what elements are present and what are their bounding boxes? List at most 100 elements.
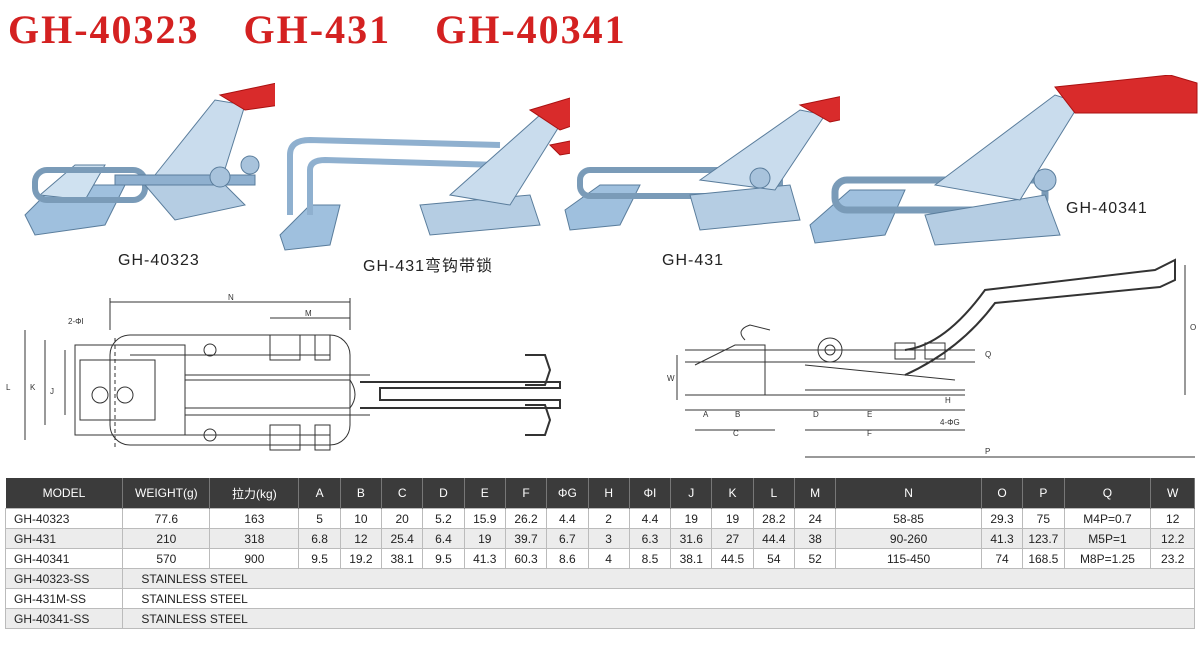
- table-cell: 2: [587, 508, 630, 529]
- dim-label-b: B: [735, 410, 740, 419]
- table-cell: 90-260: [835, 528, 982, 549]
- table-cell: 54: [752, 548, 795, 569]
- table-cell: 9.5: [422, 548, 465, 569]
- table-cell: 163: [209, 508, 300, 529]
- dim-label-w: W: [667, 374, 675, 383]
- dim-label-q: Q: [985, 350, 991, 359]
- table-cell: 77.6: [122, 508, 211, 529]
- dim-label-e: E: [867, 410, 872, 419]
- table-cell: 5: [298, 508, 341, 529]
- table-cell: 6.3: [628, 528, 672, 549]
- model-title: GH-40323 GH-431 GH-40341: [8, 6, 627, 53]
- table-cell: 318: [209, 528, 300, 549]
- table-cell: 28.2: [752, 508, 795, 529]
- dim-label-g: 4-ΦG: [940, 418, 960, 427]
- column-header: ΦI: [629, 478, 672, 509]
- table-cell: 9.5: [298, 548, 341, 569]
- dim-label-c: C: [733, 429, 739, 438]
- column-header: F: [505, 478, 548, 509]
- table-cell: 123.7: [1022, 528, 1065, 549]
- caption-gh-40341: GH-40341: [1066, 200, 1148, 217]
- table-cell: 15.9: [463, 508, 506, 529]
- table-cell: 6.4: [422, 528, 465, 549]
- table-cell: 23.2: [1150, 548, 1195, 569]
- column-header: K: [711, 478, 754, 509]
- table-cell: 19: [711, 508, 754, 529]
- table-cell: 10: [339, 508, 383, 529]
- dim-label-a: A: [703, 410, 709, 419]
- table-cell: 8.6: [546, 548, 589, 569]
- table-cell: 4.4: [628, 508, 672, 529]
- column-header: N: [835, 478, 982, 509]
- dim-label-n: N: [228, 293, 234, 302]
- caption-gh-40323: GH-40323: [118, 252, 200, 269]
- table-cell: 44.4: [752, 528, 795, 549]
- table-cell: 19.2: [339, 548, 383, 569]
- table-cell: M4P=0.7: [1063, 508, 1152, 529]
- caption-gh-431-hook-lock: GH-431弯钩带锁: [363, 258, 494, 275]
- column-header: L: [753, 478, 795, 509]
- column-header: ΦG: [546, 478, 589, 509]
- table-cell: 19: [670, 508, 713, 529]
- table-cell: 6.8: [298, 528, 341, 549]
- dim-label-j: J: [50, 387, 54, 396]
- table-cell: 27: [711, 528, 754, 549]
- table-cell: 74: [980, 548, 1024, 569]
- caption-gh-431: GH-431: [662, 252, 725, 269]
- title-model-3: GH-40341: [435, 7, 627, 52]
- stainless-material: STAINLESS STEEL: [122, 588, 1195, 609]
- table-cell: 38.1: [381, 548, 424, 569]
- table-cell: 20: [381, 508, 424, 529]
- column-header: O: [981, 478, 1024, 509]
- table-cell: GH-40323: [4, 508, 124, 529]
- table-cell: 38: [793, 528, 837, 549]
- stainless-material: STAINLESS STEEL: [122, 608, 1195, 629]
- title-model-1: GH-40323: [8, 7, 200, 52]
- table-cell: 31.6: [670, 528, 713, 549]
- side-view-drawing: W A B C D E F H 4-ΦG O P Q: [667, 258, 1196, 458]
- column-header: P: [1022, 478, 1065, 509]
- dim-label-m: M: [305, 309, 312, 318]
- stainless-model: GH-40341-SS: [4, 608, 124, 629]
- table-cell: 8.5: [628, 548, 672, 569]
- table-cell: 19: [463, 528, 506, 549]
- table-cell: 6.7: [546, 528, 589, 549]
- title-model-2: GH-431: [243, 7, 392, 52]
- table-cell: 115-450: [835, 548, 982, 569]
- table-cell: 168.5: [1022, 548, 1065, 569]
- column-header: J: [670, 478, 713, 509]
- table-cell: 60.3: [504, 548, 548, 569]
- top-view-drawing: N M 2-ΦI L K J: [6, 293, 561, 451]
- column-header: D: [422, 478, 465, 509]
- stainless-model: GH-431M-SS: [4, 588, 124, 609]
- column-header: C: [381, 478, 424, 509]
- table-cell: 25.4: [381, 528, 424, 549]
- stainless-model: GH-40323-SS: [4, 568, 124, 589]
- product-photo-gh-40341: [809, 75, 1198, 246]
- product-photo-gh-431: [564, 96, 840, 231]
- table-cell: M8P=1.25: [1063, 548, 1152, 569]
- table-cell: GH-40341: [4, 548, 124, 569]
- table-cell: 210: [122, 528, 211, 549]
- table-cell: 12: [339, 528, 383, 549]
- table-cell: 41.3: [463, 548, 506, 569]
- dim-label-o: O: [1190, 323, 1196, 332]
- column-header: A: [298, 478, 341, 509]
- table-cell: 12.2: [1150, 528, 1195, 549]
- table-cell: 12: [1150, 508, 1195, 529]
- table-cell: 4.4: [546, 508, 589, 529]
- column-header: B: [340, 478, 383, 509]
- table-cell: 52: [793, 548, 837, 569]
- column-header: MODEL: [5, 478, 124, 509]
- table-cell: 75: [1022, 508, 1065, 529]
- product-photo-gh-40323: [24, 82, 275, 236]
- product-photo-gh-431-hook: [279, 97, 570, 251]
- column-header: M: [794, 478, 837, 509]
